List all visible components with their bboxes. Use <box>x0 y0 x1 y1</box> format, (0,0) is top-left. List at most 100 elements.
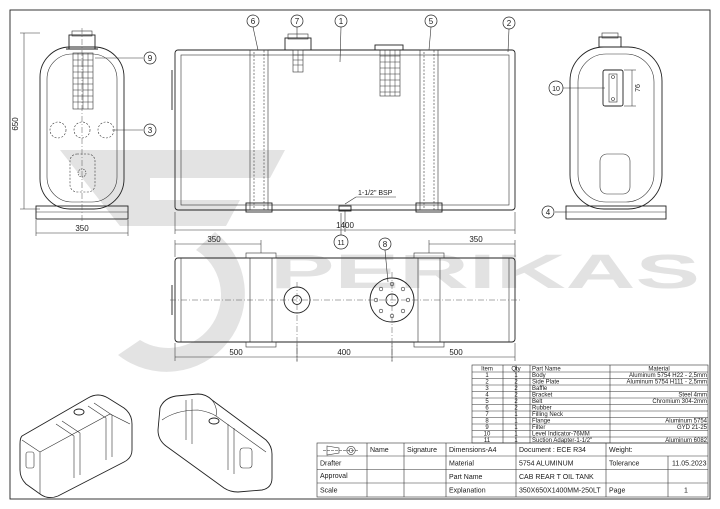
parts-cell-qty: 2 <box>514 386 518 392</box>
side-bsp-label: 1-1/2" BSP <box>358 190 393 197</box>
tb-explanation-value: 350X650X1400MM-250LT <box>519 488 601 495</box>
tb-tolerance-label: Tolerance <box>609 461 639 468</box>
watermark-logo <box>60 150 285 226</box>
tb-explanation-label: Explanation <box>449 488 486 495</box>
tb-drafter-label: Drafter <box>320 461 342 468</box>
parts-cell-item: 7 <box>485 412 489 418</box>
balloon-6-label: 6 <box>251 17 256 26</box>
balloon-9 <box>143 51 157 65</box>
parts-cell-part: Belt <box>532 399 543 405</box>
parts-cell-material: Aluminum 5754 H111 - 2,5mm <box>627 380 707 386</box>
parts-header-qty: Qty <box>511 367 520 373</box>
iso-view-left <box>19 394 133 499</box>
parts-cell-part: Body <box>532 373 546 379</box>
front-baffle-hole <box>49 121 67 139</box>
parts-cell-qty: 1 <box>514 373 518 379</box>
tb-partname-value: CAB REAR T OIL TANK <box>519 474 594 481</box>
front-baffle-hole <box>97 121 115 139</box>
front-manhole <box>69 153 96 193</box>
parts-cell-item: 3 <box>485 386 489 392</box>
parts-cell-item: 6 <box>485 406 489 412</box>
watermark: PERIKAS <box>60 150 700 372</box>
balloon-3-label: 3 <box>148 126 153 135</box>
tb-page-value: 1 <box>684 488 688 495</box>
side-belt-right <box>419 49 439 211</box>
front-view: 650 350 <box>11 28 143 236</box>
balloon-3 <box>143 123 157 137</box>
iso-right-neck <box>208 417 220 425</box>
parts-cell-material: GYD 21-25 <box>677 425 708 431</box>
end-view: 76 <box>555 32 667 220</box>
parts-header-part-name: Part Name <box>532 367 561 373</box>
parts-cell-item: 5 <box>485 399 489 405</box>
side-belt-left <box>249 49 269 211</box>
tb-date-value: 11.05.2023 <box>672 461 707 468</box>
projection-symbol-icon <box>323 445 358 456</box>
tb-scale-label: Scale <box>320 488 338 495</box>
sheet-border <box>9 9 711 500</box>
watermark-logo-arc <box>118 232 245 372</box>
balloon-5-label: 5 <box>429 17 434 26</box>
side-tank-body <box>174 49 516 211</box>
balloon-8 <box>378 237 392 251</box>
parts-cell-material: Aluminum 5754 <box>665 419 707 425</box>
iso-right-body <box>157 393 273 493</box>
balloon-5 <box>424 14 438 28</box>
parts-cell-qty: 2 <box>514 380 518 386</box>
end-cap-top <box>601 32 619 39</box>
parts-header-material: Material <box>648 367 669 373</box>
side-filling-neck-top <box>287 33 309 40</box>
balloon-7 <box>290 14 304 28</box>
tb-name-label: Name <box>370 447 389 454</box>
balloon-6 <box>246 14 260 28</box>
parts-cell-part: Flange <box>532 419 551 425</box>
tb-partname-label: Part Name <box>449 474 483 481</box>
end-cap <box>598 36 622 48</box>
tb-material-label: Material <box>449 461 474 468</box>
parts-cell-qty: 1 <box>514 432 518 438</box>
balloon-10-label: 10 <box>552 86 560 93</box>
side-length-label: 1400 <box>336 221 354 230</box>
side-view: 1-1/2" BSP 1400 <box>171 26 516 236</box>
side-flange <box>374 44 404 51</box>
tb-signature-label: Signature <box>407 447 437 454</box>
iso-left-neck <box>73 408 85 416</box>
front-filter-hatch <box>73 53 93 109</box>
parts-cell-qty: 2 <box>514 406 518 412</box>
balloon-7-label: 7 <box>295 17 300 26</box>
balloon-11-label: 11 <box>337 240 344 247</box>
parts-cell-material: Steel 4mm <box>678 393 707 399</box>
tb-approval-label: Approval <box>320 473 348 480</box>
end-bracket <box>565 205 667 220</box>
tb-material-value: 5754 ALUMINUM <box>519 461 574 468</box>
top-left-offset-label: 350 <box>207 235 221 244</box>
parts-cell-part: Bracket <box>532 393 553 399</box>
balloon-10 <box>548 80 564 96</box>
parts-header-item: Item <box>481 367 493 373</box>
parts-cell-material: Aluminum 5754 H22 - 2,5mm <box>629 373 707 379</box>
parts-cell-part: Suction Adapter-1-1/2" <box>532 438 592 444</box>
top-view: 350 350 500 400 500 <box>170 235 520 362</box>
front-width-label: 350 <box>75 224 89 233</box>
top-flange-bolts <box>373 281 411 319</box>
balloon-4 <box>541 205 555 219</box>
end-level-screw <box>611 75 615 79</box>
end-manhole <box>599 153 631 195</box>
parts-cell-qty: 1 <box>514 412 518 418</box>
parts-cell-part: Rubber <box>532 406 552 412</box>
parts-cell-qty: 1 <box>514 419 518 425</box>
side-filter-hatch <box>380 50 400 96</box>
balloon-9-label: 9 <box>148 54 153 63</box>
parts-cell-qty: 2 <box>514 399 518 405</box>
parts-cell-part: Level Indicator-76MM <box>532 432 590 438</box>
parts-cell-item: 8 <box>485 419 489 425</box>
parts-cell-item: 2 <box>485 380 489 386</box>
front-drain <box>77 168 87 178</box>
tb-page-label: Page <box>609 488 625 495</box>
balloon-2 <box>502 16 516 30</box>
side-belt-right-inner <box>423 49 435 211</box>
end-level-screw <box>611 97 615 101</box>
